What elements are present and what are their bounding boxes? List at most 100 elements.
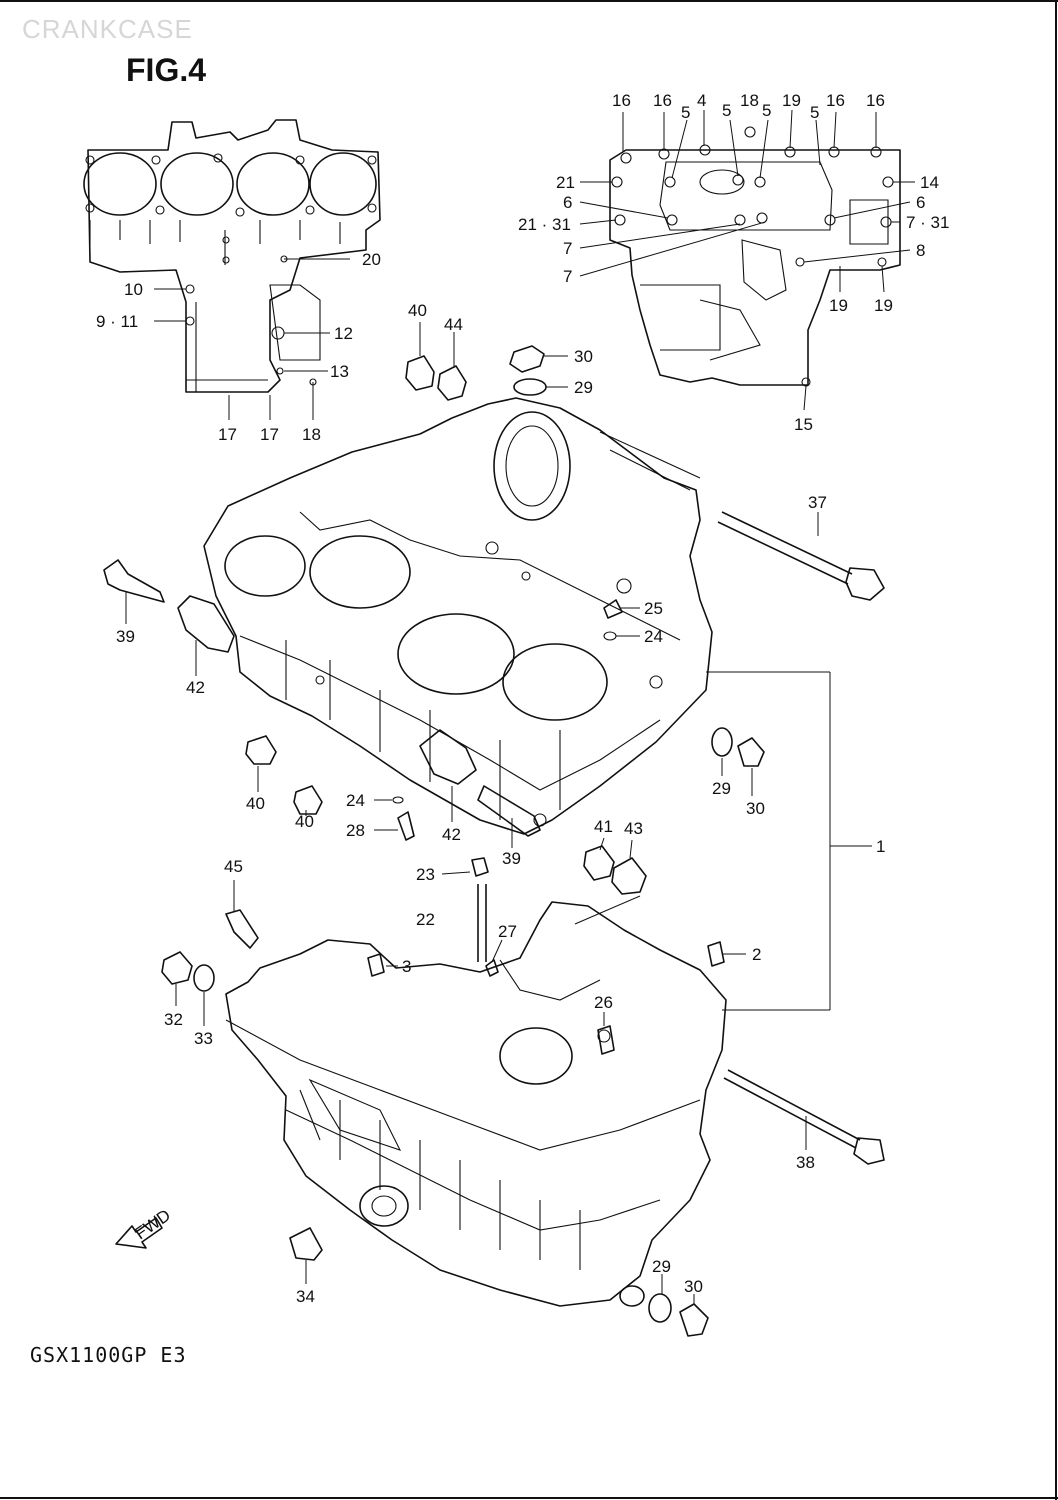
oil-seal-40-top	[405, 355, 435, 391]
section-title: CRANKCASE	[22, 14, 193, 44]
callout: 24	[346, 791, 365, 810]
callout: 30	[574, 347, 593, 366]
callout: 5	[681, 103, 690, 122]
callout: 42	[442, 825, 461, 844]
callout: 43	[624, 819, 643, 838]
dowel-2	[707, 941, 725, 967]
plug-34	[289, 1227, 323, 1261]
callouts-middle: 40 44 30 29 37 39 42 25 24 40 40 29 30 2…	[116, 301, 885, 868]
callout: 19	[829, 296, 848, 315]
callout: 8	[916, 241, 925, 260]
oil-seal-40-left	[245, 735, 277, 765]
callout: 26	[594, 993, 613, 1012]
callout: 18	[740, 91, 759, 110]
washer-29-top	[513, 378, 547, 396]
bolt-39-left	[103, 559, 165, 603]
callout: 27	[498, 922, 517, 941]
callout: 5	[722, 101, 731, 120]
callout: 2	[752, 945, 761, 964]
callout: 21 · 31	[518, 215, 571, 234]
callout: 32	[164, 1010, 183, 1029]
callout: 14	[920, 173, 939, 192]
o-ring-24-lower	[392, 796, 404, 804]
callout: 4	[697, 91, 706, 110]
callout: 16	[866, 91, 885, 110]
top-border	[0, 0, 1058, 2]
oil-pressure-switch-45	[225, 909, 259, 949]
callout: 15	[794, 415, 813, 434]
jet-25	[603, 599, 623, 619]
callout: 16	[653, 91, 672, 110]
upper-crankcase-half	[203, 397, 713, 835]
bottom-border	[0, 1497, 1058, 1499]
callout: 3	[402, 957, 411, 976]
callout: 7	[563, 239, 572, 258]
o-ring-24-upper	[603, 631, 617, 641]
callout: 42	[186, 678, 205, 697]
bolt-39-center	[477, 785, 541, 837]
jet-26	[597, 1025, 615, 1055]
callout: 6	[563, 193, 572, 212]
figure-title: FIG.4	[126, 52, 207, 88]
bush-42-center	[419, 729, 477, 785]
nut-23	[471, 857, 489, 877]
callout: 39	[116, 627, 135, 646]
top-right-leaders	[579, 109, 915, 411]
oil-seal-40-center	[293, 785, 323, 815]
callout: 18	[302, 425, 321, 444]
callout: 12	[334, 324, 353, 343]
bolt-38-shank	[723, 1069, 861, 1149]
callout: 29	[712, 779, 731, 798]
seal-41	[583, 845, 615, 881]
callout: 23	[416, 865, 435, 884]
plug-32	[161, 951, 193, 985]
callout: 29	[652, 1257, 671, 1276]
callout: 21	[556, 173, 575, 192]
callout: 17	[218, 425, 237, 444]
lower-crankcase-half	[225, 901, 727, 1307]
bolt-38-head	[853, 1137, 885, 1165]
callout: 37	[808, 493, 827, 512]
callout: 10	[124, 280, 143, 299]
callout: 30	[746, 799, 765, 818]
callout: 44	[444, 315, 463, 334]
callout: 6	[916, 193, 925, 212]
callout: 29	[574, 378, 593, 397]
washer-29-bottom	[648, 1293, 672, 1323]
callout: 34	[296, 1287, 315, 1306]
callout: 7 · 31	[906, 213, 949, 232]
callout: 40	[246, 794, 265, 813]
callout: 25	[644, 599, 663, 618]
drain-plug-30-top	[509, 345, 545, 373]
middle-leaders	[125, 322, 819, 1304]
small-parts	[103, 345, 885, 1337]
cylinder-bores	[83, 152, 377, 216]
callout: 7	[563, 267, 572, 286]
right-border	[1055, 0, 1057, 1500]
upper-case-top-view	[83, 119, 381, 393]
assembly-bracket	[706, 671, 872, 1011]
callout: 40	[408, 301, 427, 320]
callout: 33	[194, 1029, 213, 1048]
stud-22	[477, 884, 487, 962]
callout: 28	[346, 821, 365, 840]
callout: 1	[876, 837, 885, 856]
callout: 40	[295, 812, 314, 831]
stud-holes	[85, 153, 377, 217]
callouts-top-right: 16 16 4 5 5 18 5 19 5 16 16 21 14 6 6 21…	[518, 91, 949, 434]
callouts-top-left: 20 10 9 · 11 12 13 17 17 18	[96, 250, 381, 444]
jet-27	[485, 959, 499, 977]
callout: 16	[612, 91, 631, 110]
washer-29-right	[711, 727, 733, 757]
callout: 45	[224, 857, 243, 876]
callout: 20	[362, 250, 381, 269]
callout: 30	[684, 1277, 703, 1296]
callout: 9 · 11	[96, 312, 138, 331]
plug-30-right	[737, 737, 765, 767]
top-left-leaders	[154, 255, 350, 420]
callout: 19	[874, 296, 893, 315]
callout: 22	[416, 910, 435, 929]
model-code: GSX1100GP E3	[30, 1343, 187, 1367]
callout: 5	[810, 103, 819, 122]
dowel-3	[367, 953, 385, 977]
